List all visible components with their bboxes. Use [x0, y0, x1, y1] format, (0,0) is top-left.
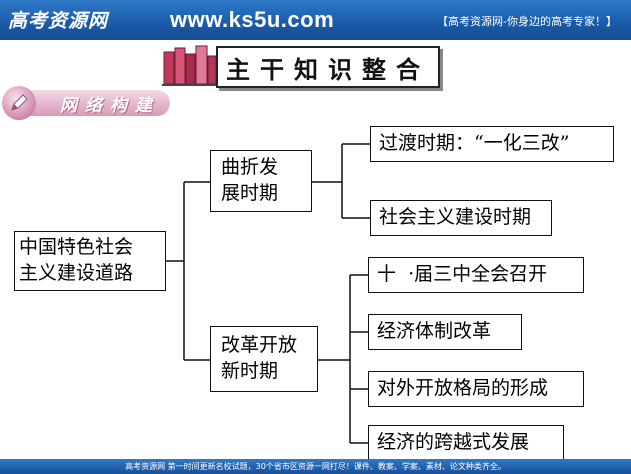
leaf-transition-text: 过渡时期：“一化三改” — [379, 132, 570, 155]
root-node: 中国特色社会 主义建设道路 — [14, 231, 166, 291]
branch-node-early: 曲折发 展时期 — [210, 150, 312, 212]
leaf-socialist-construction: 社会主义建设时期 — [370, 200, 552, 236]
header-banner: 高考资源网 www.ks5u.com 【高考资源网-你身边的高考专家！】 — [0, 0, 631, 40]
books-icon — [162, 45, 218, 86]
branch-reform-line-2: 新时期 — [221, 360, 279, 382]
branch-reform-line-1: 改革开放 — [221, 334, 298, 357]
site-logo[interactable]: 高考资源网 — [8, 10, 109, 32]
branch-early-line-1: 曲折发 — [221, 156, 279, 179]
leaf-economic-reform: 经济体制改革 — [368, 314, 522, 350]
leaf-plenum-text: 十 ·届三中全会召开 — [377, 263, 548, 286]
title-box: 主干知识整合 — [216, 46, 440, 88]
leaf-leap-text: 经济的跨越式发展 — [377, 431, 530, 454]
leaf-transition-period: 过渡时期：“一化三改” — [370, 126, 614, 162]
site-url[interactable]: www.ks5u.com — [170, 7, 335, 32]
branch-early-line-2: 展时期 — [221, 182, 279, 204]
subtitle-text: 网络构建 — [60, 95, 160, 116]
leaf-economic-leap: 经济的跨越式发展 — [368, 425, 564, 461]
leaf-opening-text: 对外开放格局的形成 — [377, 377, 549, 400]
pen-icon — [2, 86, 36, 120]
subtitle-pill: 网络构建 — [20, 90, 170, 116]
root-line-1: 中国特色社会 — [19, 236, 134, 259]
leaf-construction-text: 社会主义建设时期 — [379, 206, 532, 229]
leaf-economic-reform-text: 经济体制改革 — [377, 320, 492, 343]
site-slogan: 【高考资源网-你身边的高考专家！】 — [437, 15, 617, 28]
page-title: 主干知识整合 — [226, 54, 430, 84]
branch-node-reform: 改革开放 新时期 — [210, 326, 318, 392]
leaf-third-plenum: 十 ·届三中全会召开 — [368, 257, 584, 293]
leaf-opening-pattern: 对外开放格局的形成 — [368, 371, 584, 407]
section-title: 主干知识整合 — [160, 42, 460, 88]
footer-banner: 高考资源网 第一时间更新名校试题，30个省市区资源一网打尽！课件、教案、学案、素… — [0, 459, 631, 474]
subtitle-banner: 网络构建 — [2, 86, 172, 120]
root-line-2: 主义建设道路 — [19, 262, 134, 284]
